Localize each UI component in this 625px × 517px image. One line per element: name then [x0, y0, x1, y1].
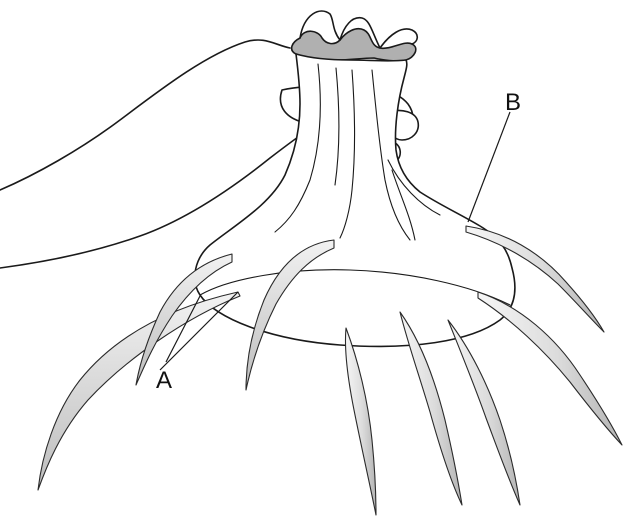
jet-a-lower — [38, 292, 240, 490]
bag — [195, 54, 515, 346]
leader-b — [468, 112, 510, 222]
label-b: B — [505, 89, 521, 116]
bag-body — [195, 54, 515, 346]
arm-upper-edge — [0, 40, 290, 190]
bag-opening — [292, 11, 418, 61]
label-a: A — [156, 367, 172, 394]
jet-center-3 — [448, 320, 520, 505]
jet-center-1 — [345, 328, 376, 515]
